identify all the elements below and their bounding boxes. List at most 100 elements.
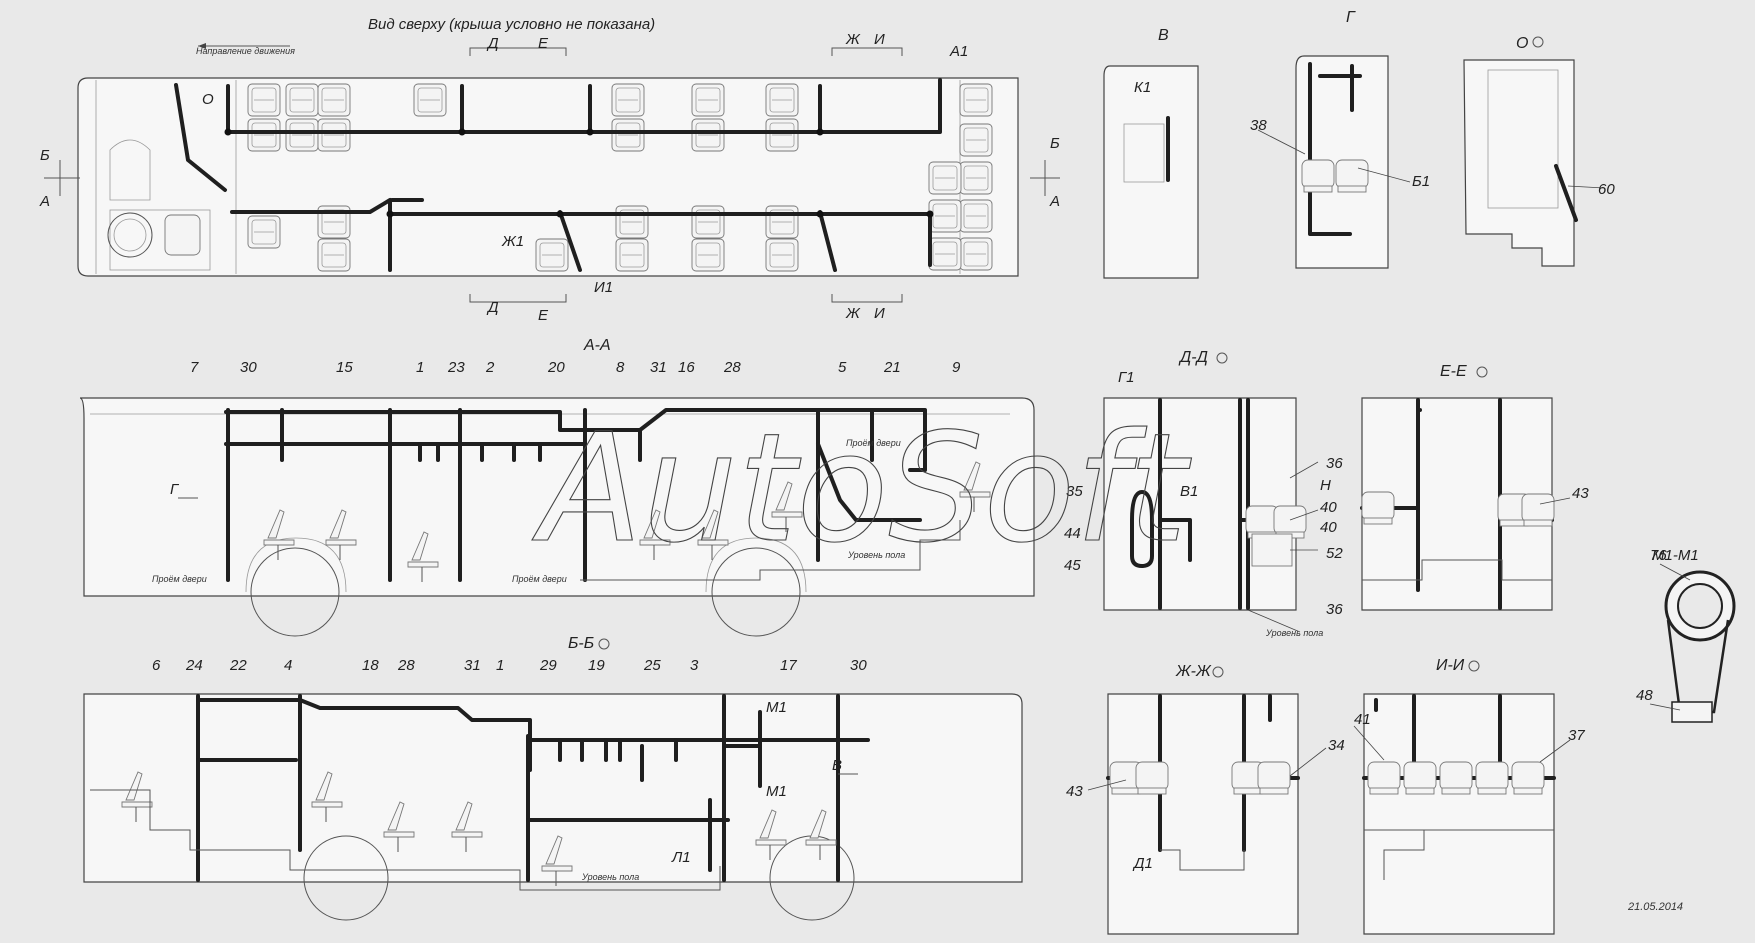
label-36-a: 36 [1326, 455, 1343, 472]
mark-i-top: И [874, 31, 885, 48]
mark-l1: Л1 [671, 849, 691, 866]
mark-m1-top: М1 [766, 699, 787, 716]
label-aa-15: 15 [336, 359, 353, 376]
view-g: Г 38 Б1 [1250, 9, 1430, 269]
mark-b-left: Б [40, 147, 50, 164]
section-aa: А-А 7 30 15 1 23 2 20 8 31 16 28 5 21 9 … [79, 337, 1035, 637]
top-view: Вид сверху (крыша условно не показана) Н… [39, 16, 1060, 324]
mark-a1: А1 [949, 43, 968, 60]
door-opening-3: Проём двери [846, 438, 901, 448]
label-38: 38 [1250, 117, 1267, 134]
section-zhzh: Ж-Ж 43 34 Д1 [1066, 663, 1345, 935]
label-aa-23: 23 [447, 359, 465, 376]
mark-d-bottom: Д [486, 299, 499, 316]
label-bb-17: 17 [780, 657, 797, 674]
label-41: 41 [1354, 711, 1371, 728]
mark-e-top: Е [538, 35, 549, 52]
mark-a-left: А [39, 193, 50, 210]
label-bb-28: 28 [397, 657, 415, 674]
mark-d1: Д1 [1132, 855, 1153, 872]
label-45: 45 [1064, 557, 1081, 574]
label-bb-29: 29 [539, 657, 557, 674]
direction-label: Направление движения [196, 46, 295, 56]
section-ii: И-И 41 37 [1353, 657, 1585, 935]
top-view-title: Вид сверху (крыша условно не показана) [368, 16, 655, 33]
label-bb-24: 24 [185, 657, 203, 674]
label-aa-9: 9 [952, 359, 961, 376]
label-aa-1: 1 [416, 359, 424, 376]
view-v: В К1 [1103, 27, 1199, 279]
label-bb-6: 6 [152, 657, 161, 674]
mark-i-bottom: И [874, 305, 885, 322]
label-aa-20: 20 [547, 359, 565, 376]
door-opening-2: Проём двери [512, 574, 567, 584]
label-36-b: 36 [1326, 601, 1343, 618]
label-bb-1: 1 [496, 657, 504, 674]
label-aa-2: 2 [485, 359, 495, 376]
section-ii-title: И-И [1436, 657, 1465, 674]
mark-zh-bottom: Ж [845, 305, 861, 322]
mark-d-top: Д [486, 35, 499, 52]
label-40-a: 40 [1320, 499, 1337, 516]
drawing-date: 21.05.2014 [1627, 901, 1683, 913]
section-mm-title: М1-М1 [1652, 547, 1699, 564]
mark-m1-bottom: М1 [766, 783, 787, 800]
section-bb: Б-Б 6 24 22 4 18 28 31 1 29 19 25 3 17 3… [83, 635, 1023, 921]
mark-zh1: Ж1 [501, 233, 524, 250]
label-48: 48 [1636, 687, 1653, 704]
label-bb-30: 30 [850, 657, 867, 674]
label-40-b: 40 [1320, 519, 1337, 536]
label-44: 44 [1064, 525, 1081, 542]
mark-o: О [202, 91, 214, 108]
label-76: 76 [1650, 547, 1667, 564]
label-60: 60 [1598, 181, 1615, 198]
label-43-ee: 43 [1572, 485, 1589, 502]
section-zhzh-title: Ж-Ж [1175, 663, 1212, 680]
watermark: AutoSoft [532, 402, 1192, 576]
label-bb-4: 4 [284, 657, 292, 674]
label-bb-3: 3 [690, 657, 699, 674]
section-mm: М1-М1 76 48 [1636, 547, 1736, 723]
mark-e-bottom: Е [538, 307, 549, 324]
view-g-arrow: Г [170, 481, 180, 498]
label-37: 37 [1568, 727, 1585, 744]
label-aa-7: 7 [190, 359, 199, 376]
label-bb-31: 31 [464, 657, 481, 674]
label-bb-18: 18 [362, 657, 379, 674]
label-aa-30: 30 [240, 359, 257, 376]
view-o: О 60 [1463, 35, 1615, 267]
section-aa-title: А-А [583, 337, 611, 354]
label-n: Н [1320, 477, 1331, 494]
floor-level-bb: Уровень пола [581, 872, 639, 882]
section-ee-title: Е-Е [1440, 363, 1467, 380]
label-bb-19: 19 [588, 657, 605, 674]
mark-i1: И1 [594, 279, 613, 296]
section-bb-title: Б-Б [568, 635, 594, 652]
view-o-title: О [1516, 35, 1528, 52]
mark-g1: Г1 [1118, 369, 1135, 386]
section-dd-title: Д-Д [1178, 349, 1208, 366]
door-opening-1: Проём двери [152, 574, 207, 584]
label-b1: Б1 [1412, 173, 1430, 190]
label-aa-28: 28 [723, 359, 741, 376]
mark-zh-top: Ж [845, 31, 861, 48]
label-bb-22: 22 [229, 657, 247, 674]
label-aa-21: 21 [883, 359, 901, 376]
section-ee: Е-Е 43 [1360, 363, 1589, 611]
label-aa-31: 31 [650, 359, 667, 376]
mark-v1: В1 [1180, 483, 1198, 500]
mark-a-right: А [1049, 193, 1060, 210]
label-aa-5: 5 [838, 359, 847, 376]
label-43-zh: 43 [1066, 783, 1083, 800]
floor-level-aa: Уровень пола [847, 550, 905, 560]
label-34: 34 [1328, 737, 1345, 754]
section-dd: Д-Д Г1 В1 35 44 45 36 Н 40 40 52 36 Уров… [1064, 349, 1343, 638]
label-aa-8: 8 [616, 359, 625, 376]
view-g-title: Г [1346, 9, 1356, 26]
view-v-title: В [1158, 27, 1169, 44]
mark-k1: К1 [1134, 79, 1151, 96]
label-52: 52 [1326, 545, 1343, 562]
view-v-arrow: В [832, 757, 842, 774]
